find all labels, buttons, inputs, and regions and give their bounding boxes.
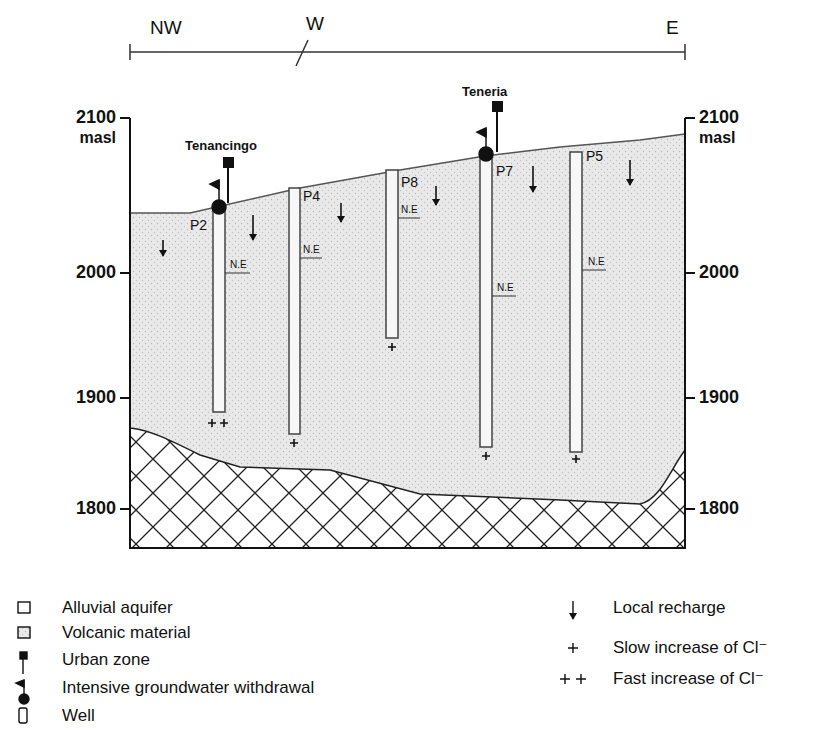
elevation-unit: masl	[699, 129, 735, 147]
elevation-value: 1900	[76, 388, 116, 408]
direction-label: E	[666, 18, 679, 39]
urban-symbols	[224, 102, 502, 203]
well-name: P2	[190, 218, 207, 233]
water-level-label: N.E	[401, 204, 418, 215]
well-name: P4	[303, 189, 320, 204]
direction-label: W	[306, 14, 324, 35]
town-name: Teneria	[462, 85, 507, 99]
elevation-value: 1800	[699, 499, 739, 519]
recharge-arrows	[163, 160, 630, 256]
elevation-value: 1800	[76, 499, 116, 519]
water-level-label: N.E	[303, 244, 320, 255]
orientation-line	[130, 40, 685, 66]
axes	[120, 118, 695, 548]
town-name: Tenancingo	[185, 139, 257, 153]
elevation-unit: masl	[80, 129, 116, 147]
chloride-markers	[208, 343, 580, 463]
wells	[213, 152, 582, 452]
legend-text: Slow increase of Cl⁻	[613, 639, 767, 658]
legend-text: Alluvial aquifer	[62, 599, 173, 618]
well-name: P7	[496, 164, 513, 179]
water-level-ticks	[225, 218, 606, 296]
legend-text: Local recharge	[613, 599, 725, 618]
ground-surface	[130, 134, 685, 213]
legend-text: Urban zone	[62, 651, 150, 670]
elevation-value: 2100	[699, 108, 739, 128]
elevation-value: 2000	[699, 263, 739, 283]
well-name: P5	[586, 149, 603, 164]
legend-text: Intensive groundwater withdrawal	[62, 679, 314, 698]
elevation-value: 2000	[76, 263, 116, 283]
alluvial-aquifer	[130, 134, 685, 504]
volcanic-material	[130, 428, 685, 548]
legend-symbols	[16, 601, 586, 723]
water-level-label: N.E	[497, 282, 514, 293]
legend-text: Volcanic material	[62, 624, 191, 643]
elevation-value: 1900	[699, 388, 739, 408]
direction-label: NW	[150, 18, 182, 39]
elevation-value: 2100	[76, 108, 116, 128]
legend-text: Fast increase of Cl⁻	[613, 670, 764, 689]
water-level-label: N.E	[230, 259, 247, 270]
water-level-label: N.E	[588, 256, 605, 267]
legend-text: Well	[62, 707, 95, 726]
well-name: P8	[401, 175, 418, 190]
